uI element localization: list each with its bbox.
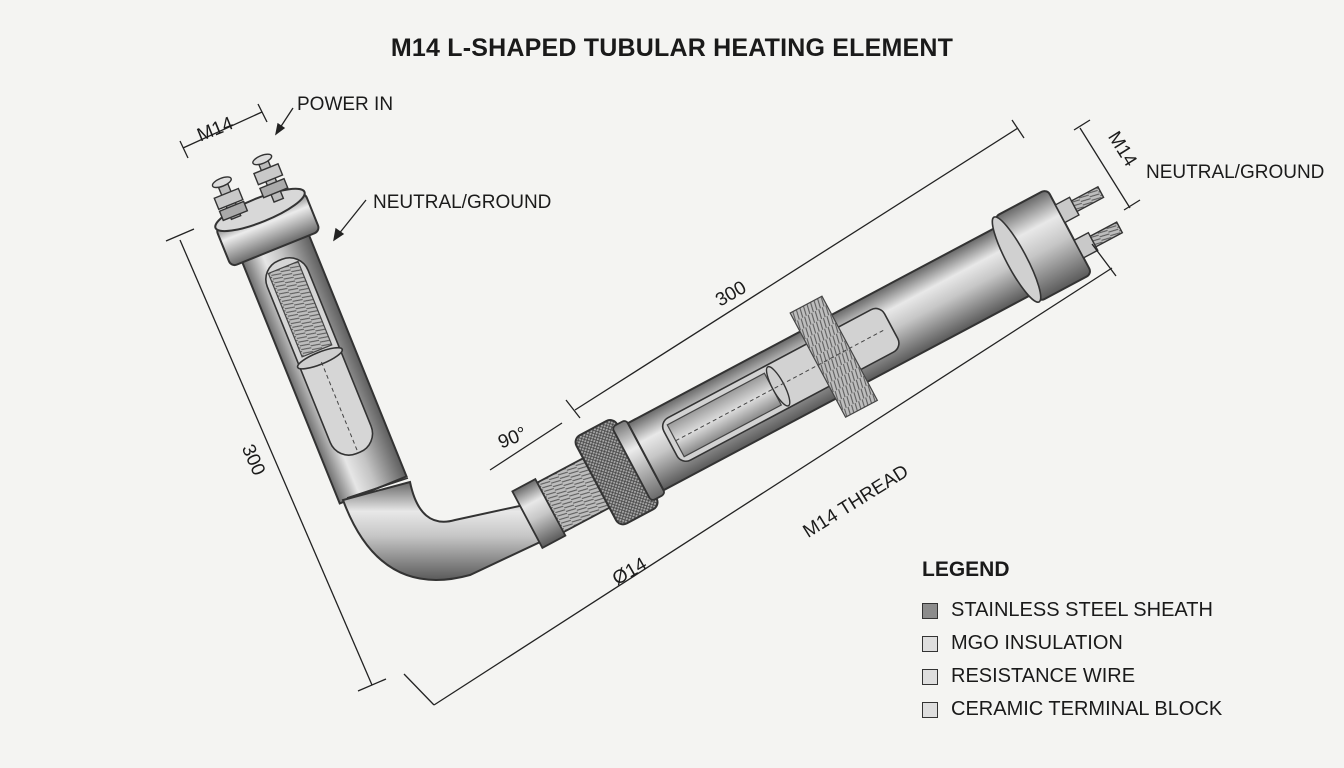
label-power-in: POWER IN [297, 94, 393, 115]
terminal-studs-right [1054, 185, 1124, 259]
legend-item: CERAMIC TERMINAL BLOCK [922, 693, 1322, 726]
diagonal-leg [511, 185, 1124, 550]
label-diameter: Ø14 [609, 554, 651, 590]
legend-swatch [922, 602, 938, 619]
label-dim-vertical: 300 [237, 441, 269, 479]
legend-label: RESISTANCE WIRE [951, 665, 1136, 687]
terminal-studs-left [211, 153, 289, 222]
legend-label: STAINLESS STEEL SHEATH [951, 599, 1213, 621]
legend-swatch [922, 668, 938, 685]
label-neutral-ground-right: NEUTRAL/GROUND [1146, 162, 1324, 183]
label-angle: 90° [495, 423, 530, 453]
page-title: M14 L-SHAPED TUBULAR HEATING ELEMENT [390, 34, 954, 62]
dimension-lines [165, 103, 1141, 706]
legend-swatch [922, 701, 938, 718]
vertical-coil [267, 260, 333, 358]
label-m14-left: M14 [194, 113, 237, 146]
vertical-leg [211, 153, 408, 505]
legend-item: STAINLESS STEEL SHEATH [922, 594, 1322, 627]
legend-item: RESISTANCE WIRE [922, 660, 1322, 693]
legend: LEGEND STAINLESS STEEL SHEATH MGO INSULA… [922, 558, 1322, 726]
elbow-bend [341, 480, 572, 581]
legend-label: CERAMIC TERMINAL BLOCK [951, 698, 1223, 720]
legend-label: MGO INSULATION [951, 632, 1123, 654]
legend-item: MGO INSULATION [922, 627, 1322, 660]
label-neutral-ground-left: NEUTRAL/GROUND [373, 192, 551, 213]
label-dim-horizontal: 300 [712, 277, 750, 311]
label-m14-right: M14 [1103, 128, 1141, 171]
legend-title: LEGEND [922, 558, 1010, 581]
legend-swatch [922, 635, 938, 652]
label-thread: M14 THREAD [800, 461, 913, 542]
